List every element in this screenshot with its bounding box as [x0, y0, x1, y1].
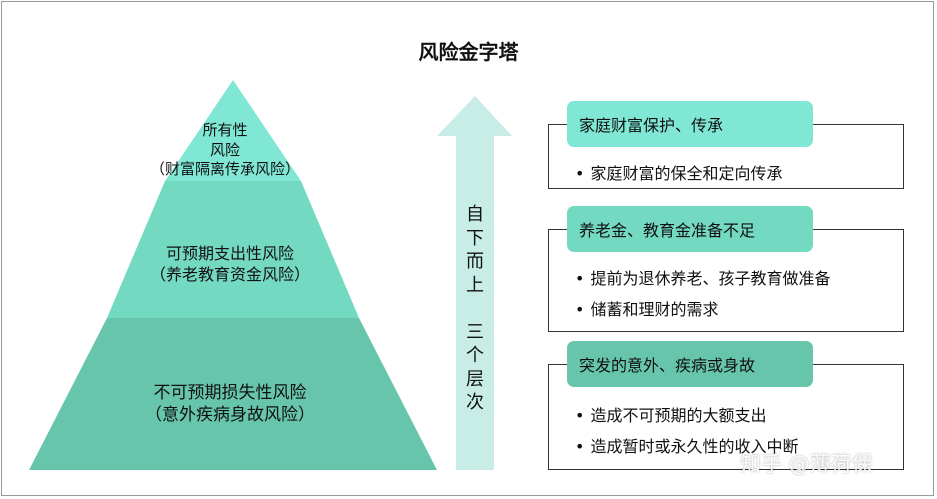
arrow-label: 自 下 而 上 三 个 层 次: [464, 203, 486, 415]
arrow-char: 层: [466, 368, 484, 390]
bullet-text: 储蓄和理财的需求: [590, 300, 719, 319]
bullet-item: • 家庭财富的保全和定向传承: [575, 160, 782, 184]
bullet-dot: •: [575, 269, 585, 288]
pyramid-top-line3: （财富隔离传承风险）: [150, 160, 301, 178]
arrow-char: 下: [466, 227, 484, 249]
bullet-text: 家庭财富的保全和定向传承: [590, 164, 783, 183]
bullet-text: 造成不可预期的大额支出: [590, 406, 767, 425]
bullet-item: • 造成暂时或永久性的收入中断: [575, 433, 798, 457]
bullet-item: • 储蓄和理财的需求: [575, 296, 718, 320]
bullet-dot: •: [575, 300, 585, 319]
arrow-char: 而: [466, 251, 484, 272]
pyramid-top-line2: 风险: [209, 140, 240, 159]
diagram-title: 风险金字塔: [418, 40, 519, 64]
bullet-dot: •: [575, 437, 585, 456]
arrow-char: 三: [466, 321, 484, 343]
bullet-dot: •: [575, 406, 585, 425]
arrow-char: 自: [466, 204, 484, 225]
wealth-protection-header: 家庭财富保护、传承: [567, 101, 813, 147]
arrow-char: 次: [466, 392, 484, 413]
pyramid-middle-layer: [107, 181, 359, 318]
watermark: 知乎 @薄荷保: [740, 452, 873, 476]
pyramid-middle-label: 可预期支出性风险 （养老教育资金风险）: [110, 244, 350, 286]
pyramid-top-label: 所有性 风险 （财富隔离传承风险）: [150, 121, 300, 180]
pyramid-bottom-label: 不可预期损失性风险 （意外疾病身故风险）: [90, 382, 370, 426]
arrow-char-gap: [464, 297, 486, 321]
pyramid-bottom-line1: 不可预期损失性风险: [153, 383, 307, 403]
bullet-text: 造成暂时或永久性的收入中断: [590, 437, 799, 456]
upward-arrow: [437, 96, 512, 470]
accident-illness-header: 突发的意外、疾病或身故: [567, 341, 813, 387]
pyramid-middle-line2: （养老教育资金风险）: [149, 264, 310, 284]
retirement-education-header: 养老金、教育金准备不足: [567, 206, 813, 252]
bullet-dot: •: [575, 164, 585, 183]
bullet-text: 提前为退休养老、孩子教育做准备: [590, 269, 831, 288]
arrow-char: 个: [466, 345, 484, 366]
pyramid-bottom-line2: （意外疾病身故风险）: [145, 405, 315, 426]
bullet-item: • 提前为退休养老、孩子教育做准备: [575, 265, 830, 289]
pyramid-top-line1: 所有性: [202, 121, 248, 139]
pyramid-middle-line1: 可预期支出性风险: [165, 244, 294, 263]
pyramid-top-layer: [165, 80, 301, 181]
arrow-char: 上: [466, 274, 484, 296]
bullet-item: • 造成不可预期的大额支出: [575, 402, 766, 426]
pyramid-bottom-layer: [29, 318, 437, 470]
